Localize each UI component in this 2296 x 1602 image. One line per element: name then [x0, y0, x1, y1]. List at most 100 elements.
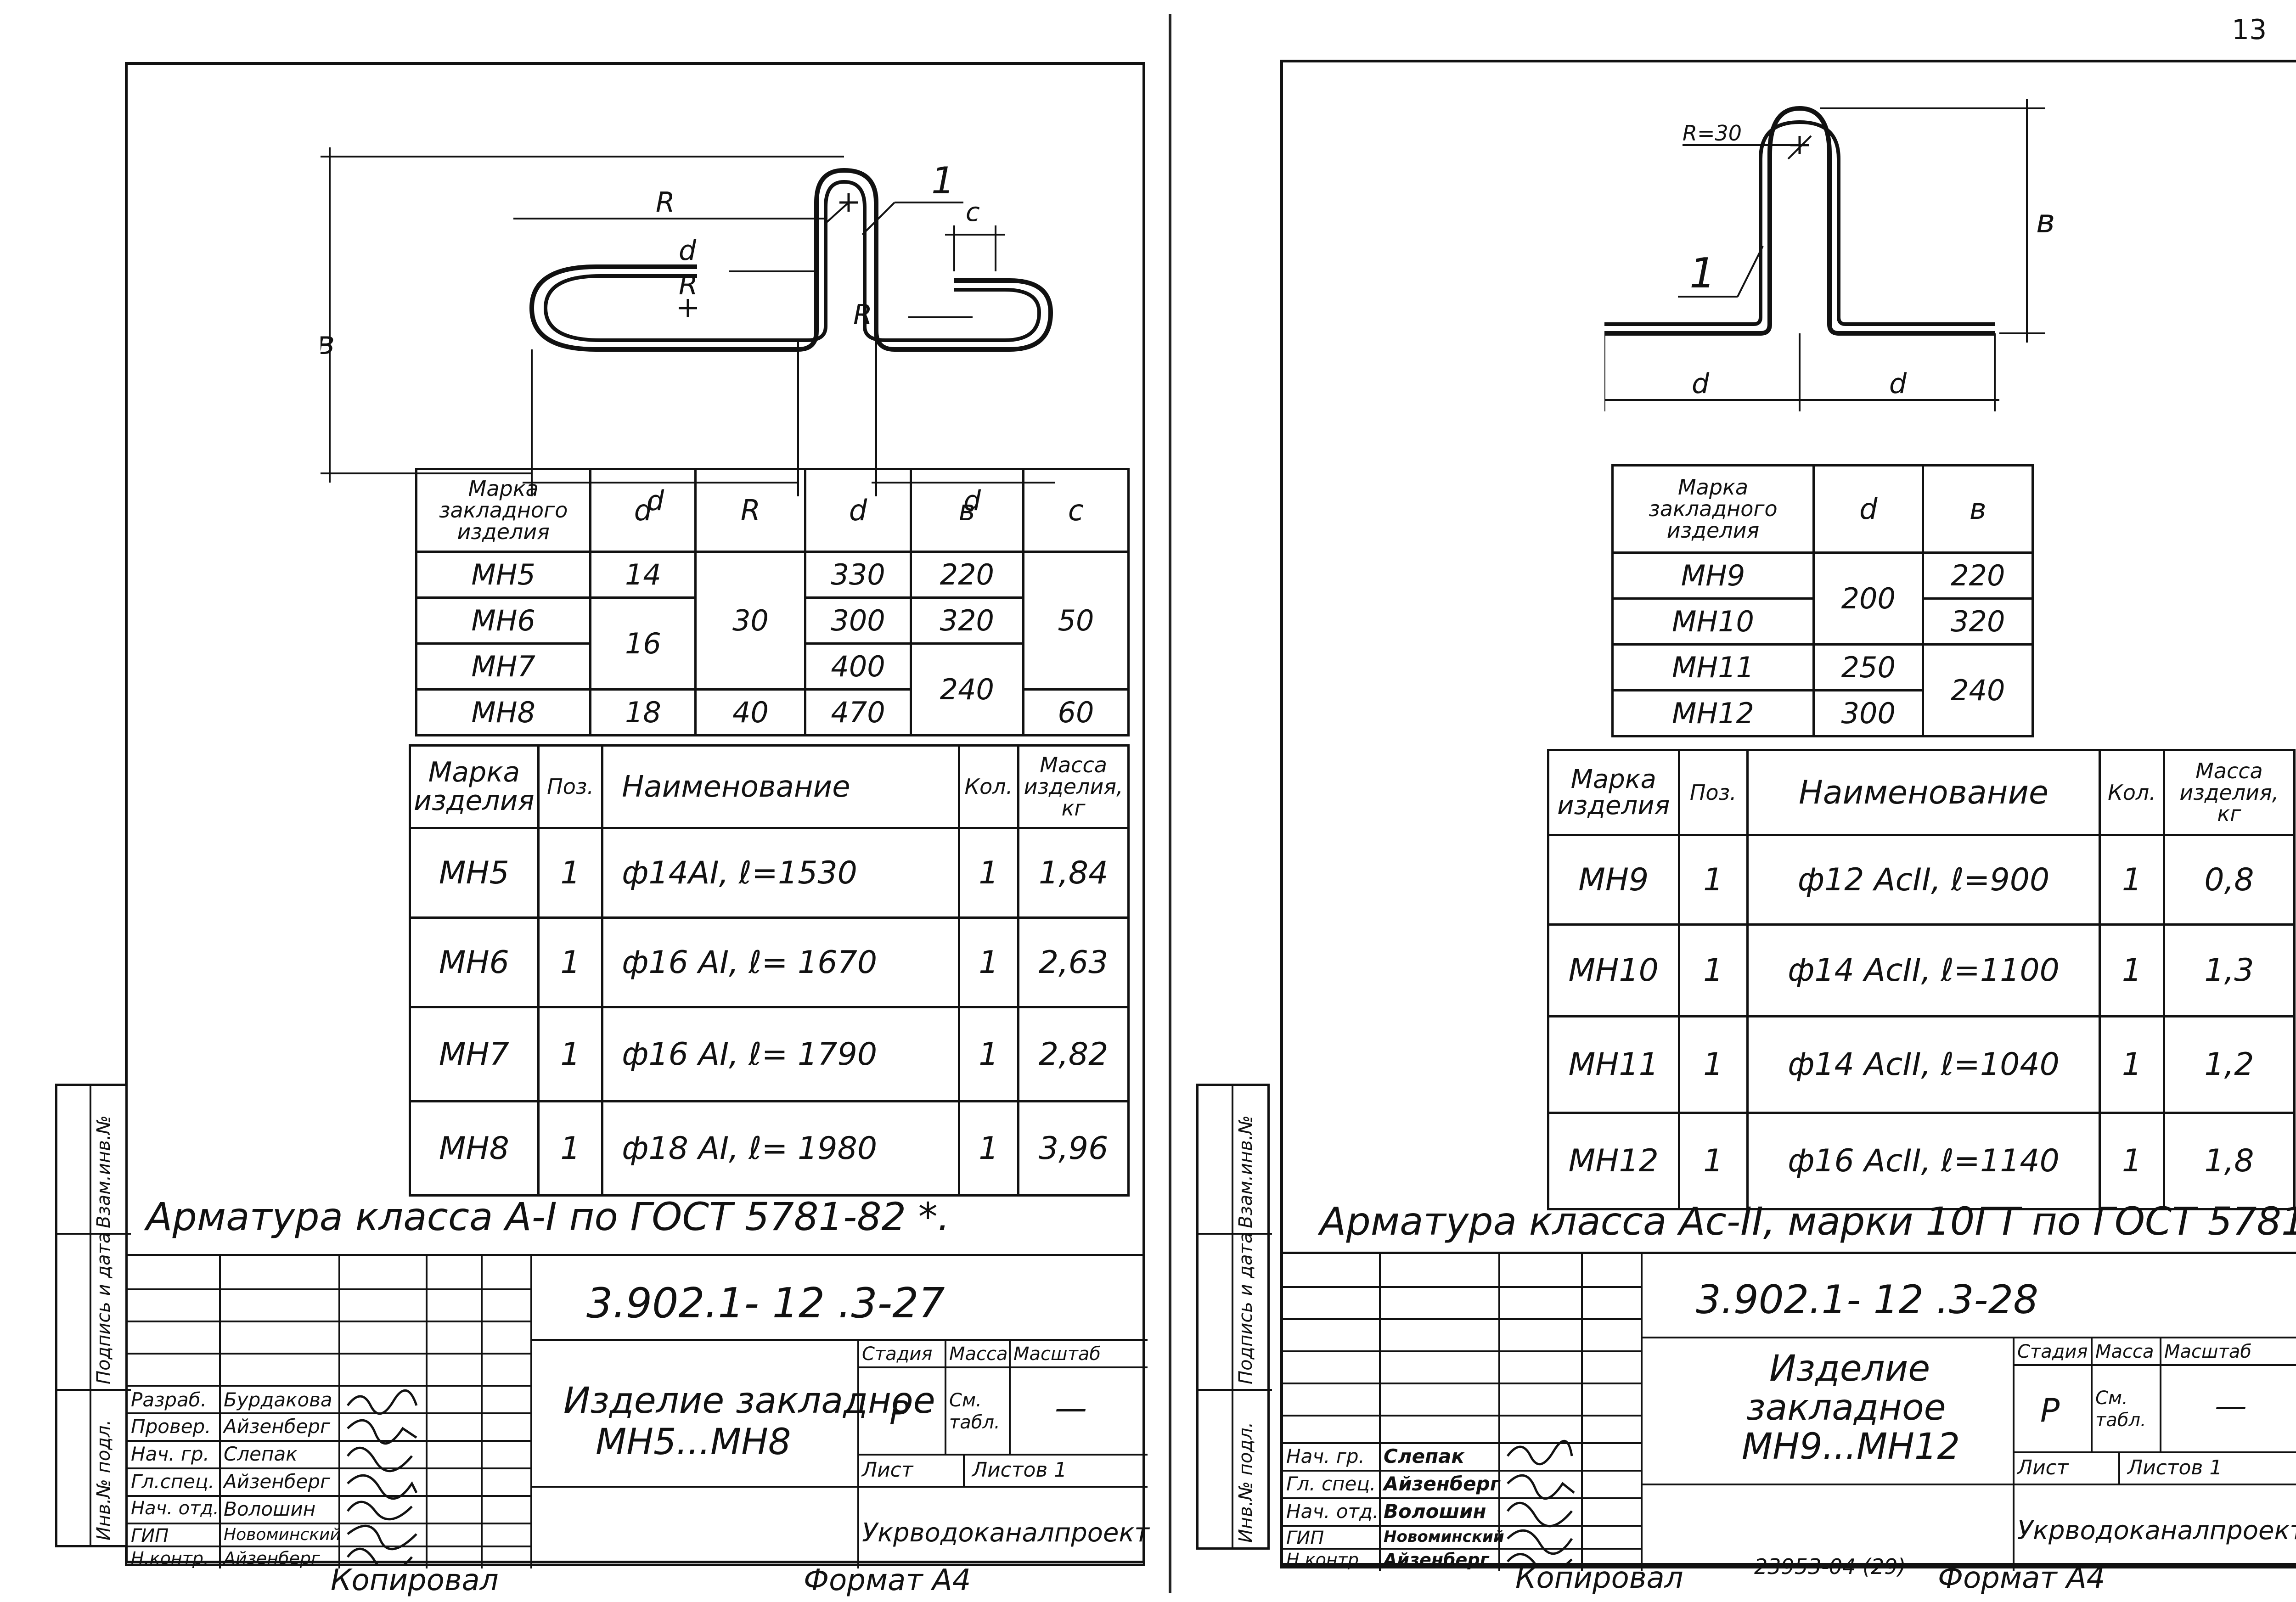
- side-label: Взам.инв.№: [1235, 1115, 1256, 1228]
- col-header-mark: Марка закладного изделия: [415, 468, 592, 553]
- cell-b: 240: [909, 642, 1024, 736]
- side-label: Подпись и дата: [1235, 1232, 1256, 1384]
- cell-mark: МН5: [415, 551, 592, 599]
- cell-qty: 1: [2099, 1015, 2165, 1114]
- dim-label-d-left: d: [1692, 368, 1710, 400]
- cell-mark: МН12: [1547, 1112, 1680, 1210]
- dim-label-b: в: [321, 324, 335, 362]
- table-row: МН12 1 ф16 АсII, ℓ=1140 1 1,8: [1547, 1112, 2296, 1210]
- role-label: Нач. отд.: [131, 1498, 219, 1519]
- role-label: Нач. гр.: [131, 1443, 209, 1465]
- cell-mark: МН7: [415, 642, 592, 691]
- col-header-qty: Кол.: [957, 744, 1020, 829]
- table-row: МН6 16 300 320: [415, 596, 1129, 691]
- cell-mark: МН6: [409, 916, 540, 1008]
- cell-b: 320: [1922, 597, 2034, 646]
- cell-mark: МН9: [1611, 551, 1815, 600]
- role-label: Гл.спец.: [131, 1470, 214, 1493]
- cell-d: 16: [589, 596, 697, 691]
- col-header-d: d: [589, 468, 697, 553]
- side-label: Взам.инв.№: [93, 1115, 114, 1228]
- cell-b: 220: [909, 551, 1024, 599]
- role-label: Гл. спец.: [1286, 1473, 1376, 1495]
- cell-pos: 1: [537, 827, 604, 919]
- organization-name: Укрводоканалпроект: [2017, 1516, 2296, 1546]
- col-header-b: в: [1922, 464, 2034, 554]
- copied-by-label: Копировал: [331, 1563, 499, 1597]
- cell-qty: 1: [957, 1100, 1020, 1197]
- stage-value: Р: [2040, 1392, 2060, 1429]
- part-drawing-mh9-mh12: R=30 1 в d d: [1604, 95, 2110, 439]
- dim-label-R-left: R: [679, 269, 698, 301]
- format-label: Формат А4: [804, 1563, 971, 1597]
- document-id-label: 23953-04 (29): [1754, 1554, 1906, 1579]
- mass-value: См. табл.: [949, 1390, 1000, 1433]
- document-title-marks: МН5...МН8: [596, 1422, 791, 1463]
- cell-name: ф16 АI, ℓ= 1670: [601, 916, 960, 1008]
- cell-a: 330: [804, 551, 912, 599]
- cell-a: 470: [804, 688, 912, 736]
- cell-name: ф16 АсII, ℓ=1140: [1746, 1112, 2101, 1210]
- name-label: Слепак: [1384, 1445, 1464, 1467]
- copied-by-label: Копировал: [1515, 1561, 1683, 1595]
- dim-label-d-right: d: [1889, 368, 1907, 400]
- table-row: МН7 400 240: [415, 642, 1129, 736]
- document-title-2: закладное: [1746, 1387, 1946, 1428]
- col-header-mass: Масса изделия, кг: [1017, 744, 1130, 829]
- col-header-mark: Марка закладного изделия: [1611, 464, 1815, 554]
- name-label: Айзенберг: [1384, 1550, 1489, 1570]
- sheet-label: Лист: [862, 1458, 913, 1482]
- signatures: [347, 1389, 418, 1566]
- position-label: 1: [931, 159, 955, 202]
- cell-mark: МН8: [409, 1100, 540, 1197]
- cell-pos: 1: [1677, 834, 1749, 926]
- col-header-R: R: [694, 468, 807, 553]
- stage-label: Стадия: [2017, 1341, 2088, 1362]
- cell-mark: МН7: [409, 1006, 540, 1102]
- cell-mark: МН6: [415, 596, 592, 645]
- mass-label: Масса: [2095, 1341, 2154, 1362]
- cell-d: 18: [589, 688, 697, 736]
- name-label: Новоминский: [224, 1525, 341, 1544]
- table-row: МН7 1 ф16 АI, ℓ= 1790 1 2,82: [409, 1006, 1130, 1102]
- specification-table: Марка изделия Поз. Наименование Кол. Мас…: [1547, 749, 2296, 1210]
- col-header-mass: Масса изделия, кг: [2162, 749, 2296, 836]
- cell-name: ф14 АсII, ℓ=1100: [1746, 923, 2101, 1017]
- cell-d: 14: [589, 551, 697, 599]
- document-title: Изделие: [1769, 1348, 1930, 1389]
- title-block: Разраб. Провер. Нач. гр. Гл.спец. Нач. о…: [125, 1254, 1149, 1568]
- drawing-sheet-right: R=30 1 в d d Марка закладного изделия d …: [1280, 60, 2296, 1571]
- scale-label: Масштаб: [1013, 1343, 1101, 1365]
- name-label: Волошин: [224, 1498, 316, 1520]
- name-label: Слепак: [224, 1443, 298, 1465]
- col-header-pos: Поз.: [537, 744, 604, 829]
- table-row: МН8 18 40 470 60: [415, 688, 1130, 736]
- table-row: МН11 1 ф14 АсII, ℓ=1040 1 1,2: [1547, 1015, 2296, 1114]
- table-row: МН10 1 ф14 АсII, ℓ=1100 1 1,3: [1547, 923, 2296, 1017]
- cell-b: 220: [1922, 551, 2034, 600]
- role-label: Нач. отд.: [1286, 1500, 1379, 1523]
- stage-label: Стадия: [862, 1343, 933, 1365]
- cell-c: 50: [1022, 551, 1130, 691]
- cell-qty: 1: [2099, 1112, 2165, 1210]
- cell-pos: 1: [1677, 1015, 1749, 1114]
- cell-mark: МН10: [1547, 923, 1680, 1017]
- cell-qty: 1: [2099, 923, 2165, 1017]
- cell-b: 320: [909, 596, 1024, 645]
- cell-qty: 1: [957, 916, 1020, 1008]
- organization-name: Укрводоканалпроект: [862, 1518, 1149, 1548]
- name-label: Новоминский: [1384, 1528, 1504, 1546]
- name-label: Айзенберг: [1384, 1473, 1500, 1495]
- name-label: Айзенберг: [224, 1548, 321, 1568]
- col-header-b: в: [909, 468, 1024, 553]
- table-row: МН11 250 240: [1611, 643, 2034, 737]
- sheets-label: Листов 1: [972, 1458, 1067, 1482]
- name-label: Бурдакова: [224, 1388, 332, 1411]
- cell-qty: 1: [957, 1006, 1020, 1102]
- cell-pos: 1: [537, 916, 604, 1008]
- col-header-a: d: [804, 468, 912, 553]
- table-row: МН9 200 220: [1611, 551, 2034, 646]
- cell-mass: 2,82: [1017, 1006, 1130, 1102]
- table-row: МН12 300: [1611, 689, 2033, 737]
- dimension-table: Марка закладного изделия d в МН9 200 220…: [1611, 464, 2034, 737]
